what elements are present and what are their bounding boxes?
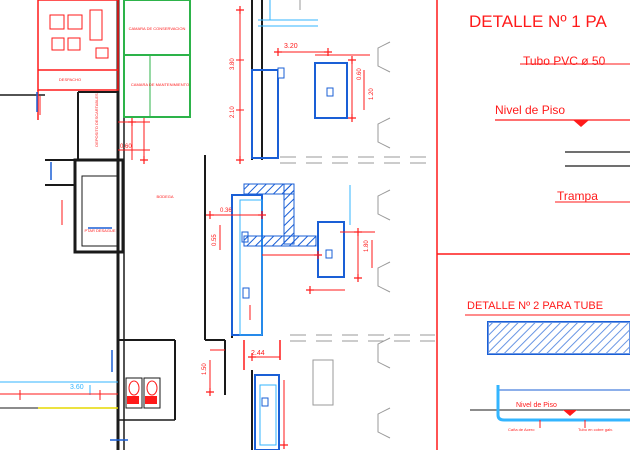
dimension-label: 0.36 <box>220 208 232 214</box>
inner-lines <box>239 0 351 446</box>
hatched-beam <box>243 183 317 247</box>
dimension-label: 3.80 <box>230 58 236 70</box>
dimension-label: 1.50 <box>202 363 208 375</box>
detail-1-trap-label: Trampa <box>557 189 598 203</box>
tick-marks <box>128 6 362 449</box>
detail-2-title: DETALLE Nº 2 PARA TUBE <box>467 300 603 312</box>
detail-2 <box>465 314 630 428</box>
office-boundary <box>37 0 119 120</box>
detail-2-small-label: Tubo en cobre galv. <box>578 427 613 432</box>
room-label-despacho: DESPACHO <box>59 77 81 82</box>
blue-items <box>36 92 128 441</box>
dimension-label: 0.60 <box>357 68 363 80</box>
floor-plan <box>0 0 226 450</box>
room-label-camara-conservacion: CAMARA DE CONSERVACION <box>129 26 186 31</box>
room-label-ptar: PTAR DESAGUE <box>84 228 115 233</box>
room-label-camara-mantenimiento: CAMARA DE MANTENIMIENTO <box>131 82 189 87</box>
detail-2-floor-label: Nivel de Piso <box>516 402 557 409</box>
details-panel <box>436 0 630 450</box>
room-label-deposito: DEPOSITO DESCARTABLES <box>94 93 99 147</box>
room-label-bodega: BODEGA <box>156 194 173 199</box>
columns <box>231 0 263 450</box>
detail-1-title: DETALLE Nº 1 PA <box>469 12 608 31</box>
dimension-label: 1.20 <box>369 88 375 100</box>
parking-cars <box>299 0 391 439</box>
plan-dimensions <box>0 96 150 400</box>
channels <box>231 62 348 450</box>
dimension-label: 0.60 <box>120 144 132 150</box>
grid-lines <box>0 381 118 409</box>
dimension-label: 1.80 <box>364 240 370 252</box>
dimension-label: 0.55 <box>212 234 218 246</box>
room-outlines <box>123 0 191 118</box>
pipe-dimensions <box>209 10 375 445</box>
dimension-label: 2.44 <box>251 350 265 357</box>
detail-2-small-label: Caña de Acero <box>508 427 535 432</box>
cabinets <box>49 9 109 59</box>
bathroom-fixtures <box>125 377 161 409</box>
pipe-layout <box>128 0 435 450</box>
detail-1 <box>495 63 630 203</box>
dimension-label: 3.20 <box>284 43 298 50</box>
detail-1-tube-label: Tubo PVC ø 50 <box>523 54 606 68</box>
detail-1-floor-label: Nivel de Piso <box>495 103 565 117</box>
downpipes <box>243 340 281 370</box>
labels: CAMARA DE CONSERVACION DESPACHO CAMARA D… <box>59 12 613 432</box>
dimension-label: 3.60 <box>70 384 84 391</box>
dimension-label: 2.10 <box>230 106 236 118</box>
